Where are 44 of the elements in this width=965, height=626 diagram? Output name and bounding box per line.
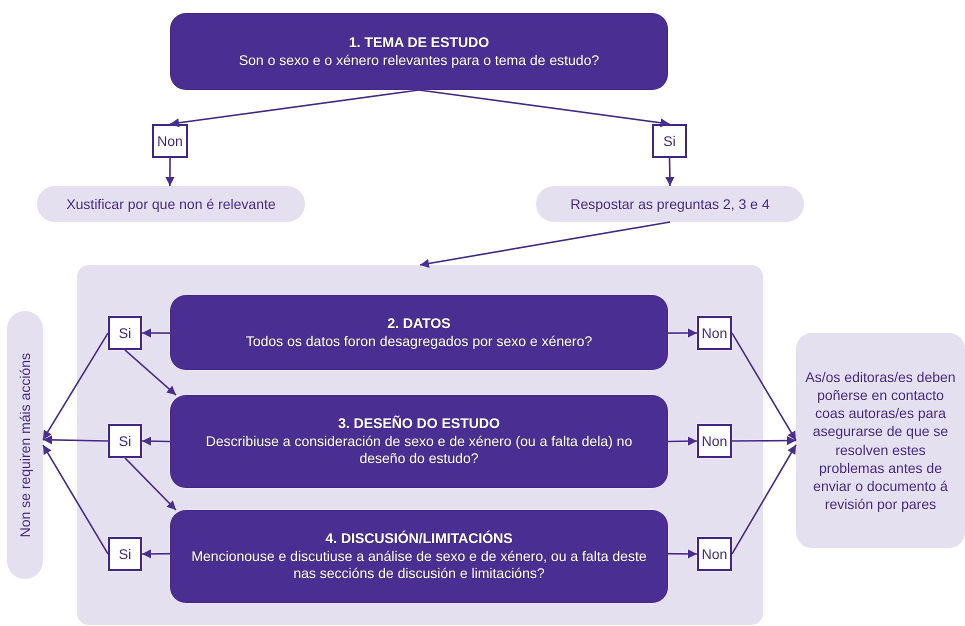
arrow (420, 221, 670, 268)
outcome-pill: Xustificar por que non é relevante (37, 186, 305, 222)
arrow (124, 349, 176, 396)
answer-tag: Si (108, 537, 142, 571)
question-text: Describiuse a consideración de sexo e de xénero (ou a falta dela) no deseño do estudo? (204, 432, 634, 468)
answer-tag: Non (697, 316, 732, 350)
arrow (142, 436, 170, 446)
question-title: 2. DATOS (387, 315, 451, 332)
arrow (142, 549, 170, 558)
arrow (732, 436, 796, 446)
arrow (418, 89, 670, 128)
answer-tag: Si (652, 124, 687, 158)
arrow (42, 444, 109, 554)
answer-tag: Non (697, 424, 732, 458)
arrow (170, 89, 420, 128)
outcome-pill: Respostar as preguntas 2, 3 e 4 (536, 186, 804, 222)
answer-tag: Si (108, 316, 142, 350)
questions-panel (77, 265, 763, 625)
outcome-note: As/os editoras/es deben poñerse en contacto coas autoras/es para asegurarse de que se resolven estes problemas antes de enviar o documento á revisión por pares (796, 333, 965, 548)
arrow (165, 158, 174, 186)
answer-tag: Non (152, 124, 188, 158)
question-box (170, 510, 668, 603)
arrow (668, 328, 697, 338)
question-title: 1. TEMA DE ESTUDO (348, 34, 490, 52)
question-title: 3. DESEÑO DO ESTUDO (338, 415, 500, 433)
question-box (170, 13, 668, 90)
answer-tag: Non (697, 537, 732, 571)
arrow (124, 457, 177, 511)
question-box (170, 295, 668, 370)
arrow (731, 444, 797, 554)
question-title: 4. DISCUSIÓN/LIMITACIÓNS (325, 530, 513, 548)
question-text: Son o sexo e o xénero relevantes para o tema de estudo? (238, 52, 600, 69)
arrow (142, 328, 170, 338)
arrow (42, 332, 109, 440)
question-text: Todos os datos foron desagregados por sexo e xénero? (246, 332, 592, 350)
question-text: Mencionouse e discutiuse a análise de sexo e de xénero, ou a falta deste nas seccións de discusión e limitacións? (190, 548, 648, 583)
outcome-pill: Non se requiren máis accións (7, 311, 43, 579)
answer-tag: Si (108, 424, 142, 458)
question-box (170, 395, 668, 488)
arrow (42, 435, 108, 444)
arrow (665, 158, 674, 186)
arrow (731, 332, 797, 441)
arrow (668, 436, 698, 446)
arrow (668, 549, 697, 558)
